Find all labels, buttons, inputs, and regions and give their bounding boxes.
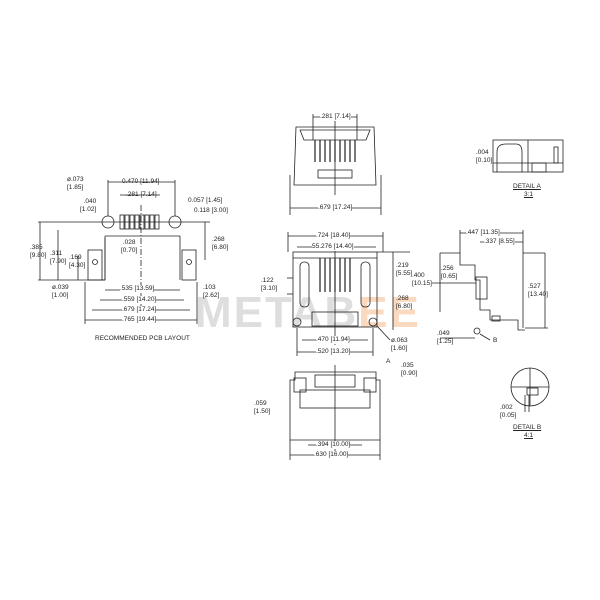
side-width-337-dim: .337 [8.55] xyxy=(484,238,515,246)
watermark: METABEE xyxy=(195,288,421,338)
side-height-527-dim: .527[13.40] xyxy=(528,283,548,298)
bottom-height-059-dim: .059[1.50] xyxy=(254,400,271,415)
front-width-55276-dim: 55.276 [14.40] xyxy=(312,243,354,251)
pcb-dim-118: 0.118 [3.00] xyxy=(194,207,228,214)
side-height-400-dim: .400[10.15] xyxy=(412,272,432,287)
pcb-width-559-dim: .559 [14.20] xyxy=(122,296,157,304)
pcb-offset-040-dim: .040[1.02] xyxy=(80,198,97,213)
side-width-447-dim: .447 [11.35] xyxy=(466,229,500,237)
pcb-height-385-dim: .385[9.80] xyxy=(30,244,47,259)
top-width-679-dim: .679 [17.24] xyxy=(318,204,353,212)
front-height-268-dim: .268[6.80] xyxy=(396,295,413,310)
pcb-dim-103: .103[2.62] xyxy=(203,284,220,299)
front-height-219-dim: .219[5.55] xyxy=(396,262,413,277)
detail-a-dim: .004[0.10] xyxy=(476,149,493,164)
pcb-span-281-dim: .281 [7.14] xyxy=(126,191,157,198)
detail-b-callout: B xyxy=(493,337,498,344)
bottom-height-035-dim: .035[0.90] xyxy=(401,362,418,377)
detail-b-drawing xyxy=(510,367,550,412)
detail-b-scale: 4:1 xyxy=(524,432,534,439)
pcb-width-535-dim: .535 [13.59] xyxy=(120,285,155,293)
bottom-width-630-dim: .630 [16.00] xyxy=(314,451,349,459)
pcb-layout-title: RECOMMENDED PCB LAYOUT xyxy=(95,335,190,342)
top-view-drawing xyxy=(289,114,382,215)
front-width-470-dim: .470 [11.94] xyxy=(316,336,350,344)
bottom-width-394-dim: .394 [10.00] xyxy=(316,441,351,449)
pcb-layout-drawing xyxy=(38,180,210,324)
detail-a-title: DETAIL A xyxy=(513,183,541,190)
detail-a-scale: 3:1 xyxy=(524,191,534,198)
pcb-width-765-dim: .765 [19.44] xyxy=(122,316,157,324)
front-width-724-dim: .724 [18.40] xyxy=(316,232,351,240)
detail-a-drawing xyxy=(492,139,564,173)
front-height-122-dim: .122[3.10] xyxy=(261,277,278,292)
watermark-main: METAB xyxy=(195,288,359,337)
front-width-520-dim: .520 [13.20] xyxy=(316,348,351,356)
detail-b-dim: .002[0.05] xyxy=(500,404,517,419)
pcb-height-169-dim: .169[4.30] xyxy=(69,254,86,269)
top-width-281-dim: .281 [7.14] xyxy=(320,113,351,121)
pcb-width-679-dim: .679 [17.24] xyxy=(122,306,157,314)
front-post-dia-dim: ø.063[1.60] xyxy=(391,337,408,352)
pcb-height-268-dim: .268[6.80] xyxy=(212,236,229,251)
bottom-view-drawing xyxy=(289,365,381,460)
side-dim-049: .049[1.25] xyxy=(437,330,454,345)
detail-b-title: DETAIL B xyxy=(513,424,542,431)
pcb-pitch-028-dim: .028[0.70] xyxy=(121,239,138,254)
detail-a-callout: A xyxy=(386,358,391,365)
pcb-height-311-dim: .311[7.90] xyxy=(50,250,67,265)
side-view-drawing xyxy=(432,230,548,341)
watermark-accent: EE xyxy=(358,288,421,337)
pcb-pin-dia-dim: ø.039[1.00] xyxy=(52,284,69,299)
side-height-256-dim: .256[0.65] xyxy=(441,265,458,280)
pcb-span-470-dim: 0.470 [11.94] xyxy=(122,178,160,185)
pcb-dim-057: 0.057 [1.45] xyxy=(188,197,223,204)
pcb-hole-dia-dim: ø.073[1.85] xyxy=(67,176,84,191)
